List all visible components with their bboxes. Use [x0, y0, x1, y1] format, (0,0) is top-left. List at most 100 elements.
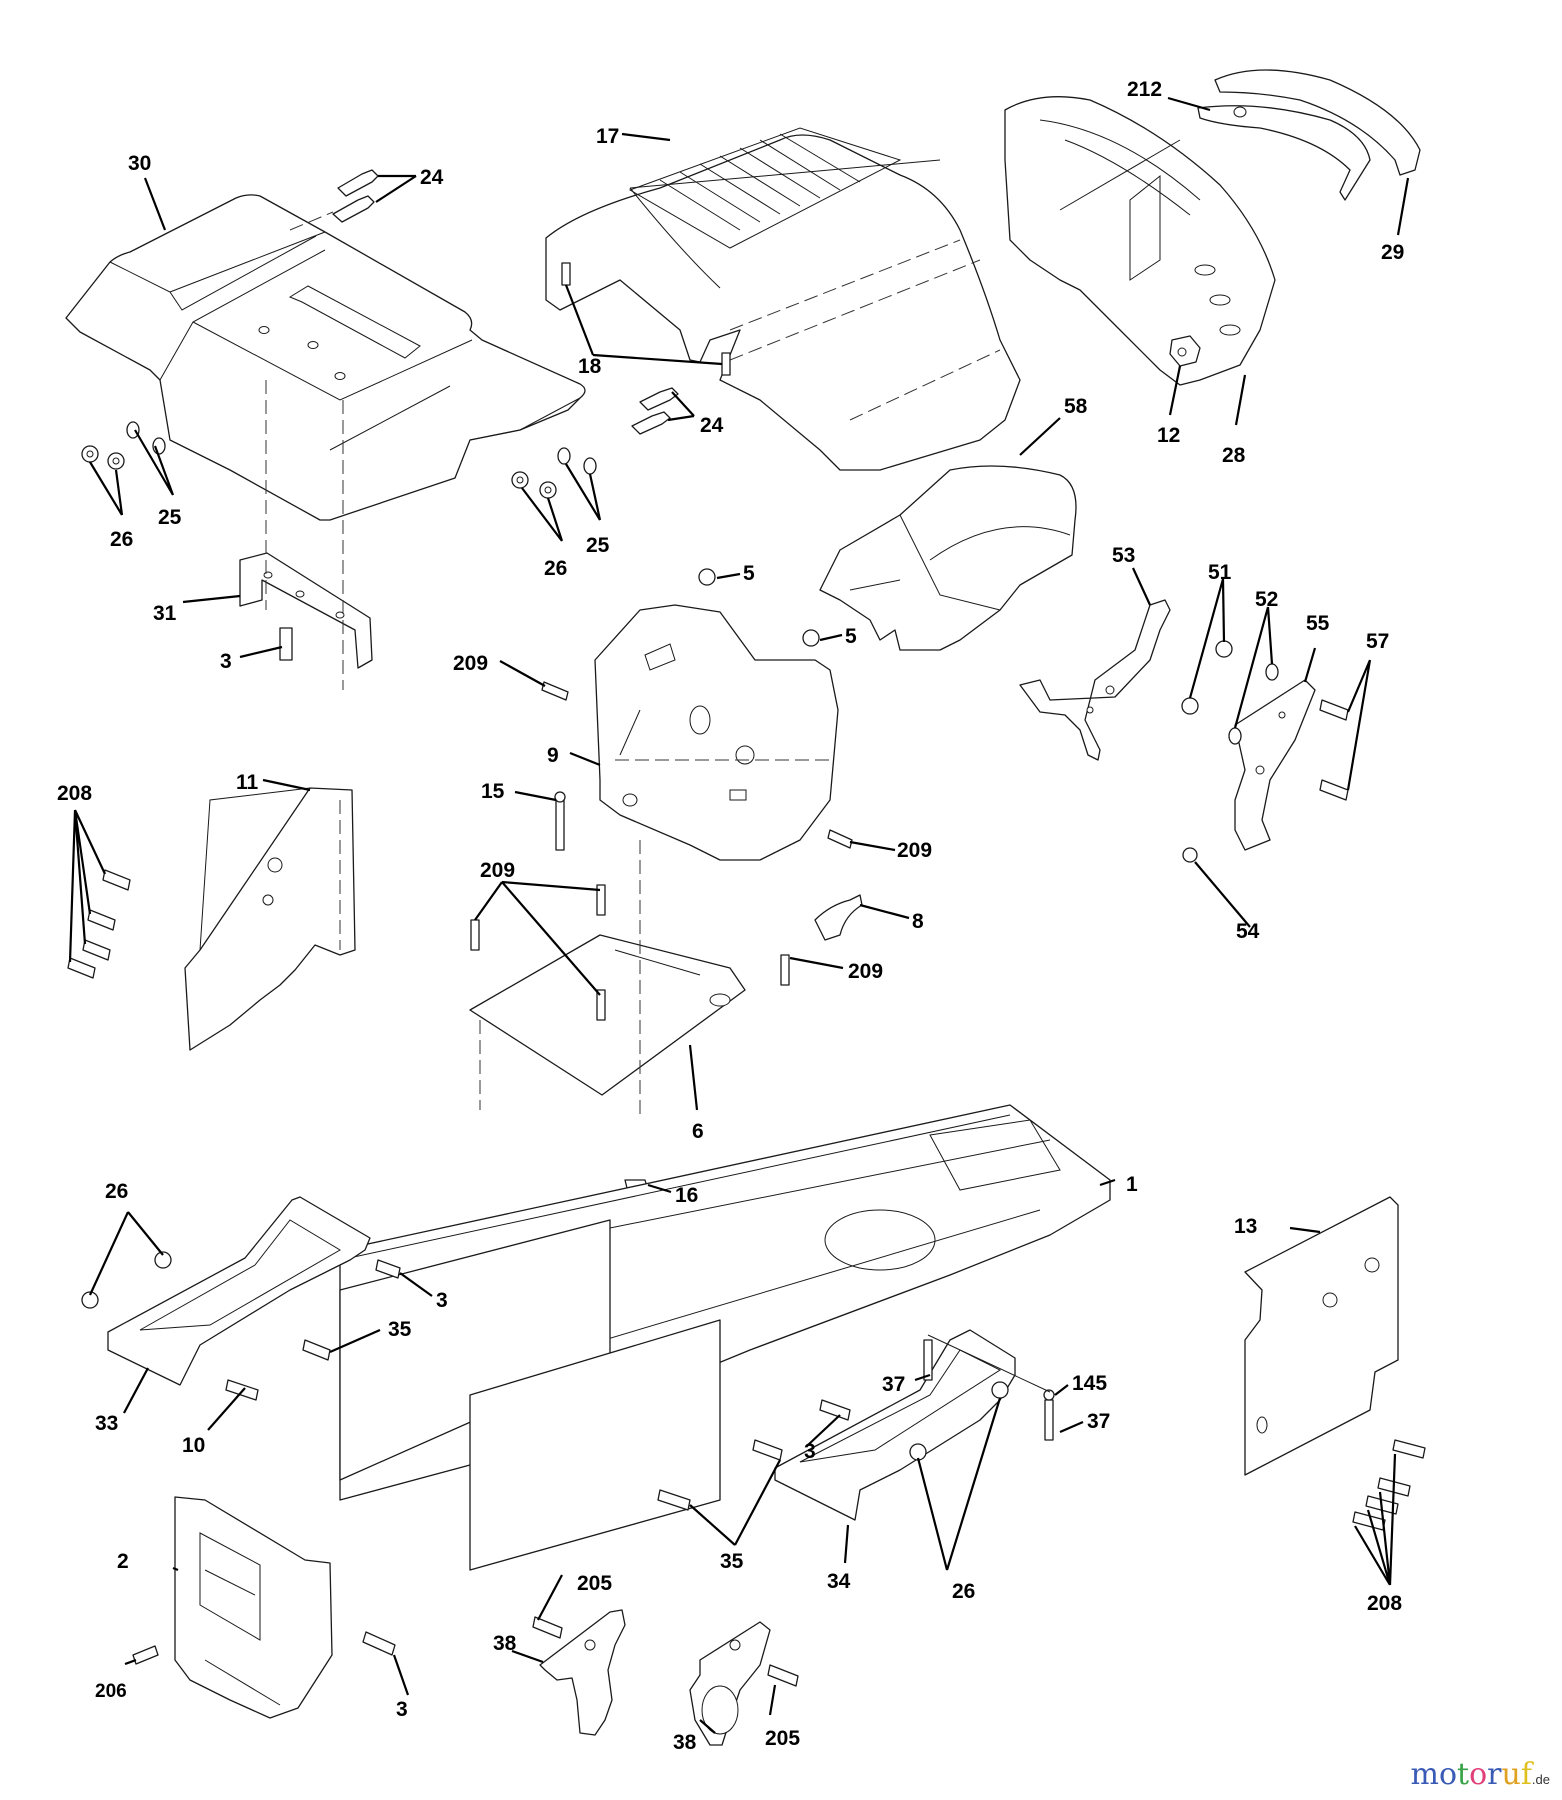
watermark-letter: r [1487, 1757, 1502, 1792]
part-1-side-rail[interactable] [339, 1219, 721, 1571]
callout-26: 26 [952, 1580, 975, 1603]
callout-55: 55 [1306, 612, 1330, 635]
callout-31: 31 [153, 602, 177, 625]
watermark-letter: f [1520, 1757, 1532, 1792]
screw-3-top[interactable] [279, 627, 293, 661]
callout-206: 206 [95, 1681, 127, 1702]
callout-209: 209 [897, 839, 932, 862]
callout-3: 3 [396, 1698, 408, 1721]
screws-209-plate[interactable] [470, 884, 790, 1021]
screw-209-left[interactable] [541, 681, 569, 701]
watermark-logo: motoruf.de [1411, 1757, 1551, 1792]
callout-205: 205 [765, 1727, 800, 1750]
callout-208: 208 [1367, 1592, 1402, 1615]
callout-209: 209 [453, 652, 488, 675]
part-55-bracket[interactable] [1234, 679, 1316, 851]
callout-2: 2 [117, 1550, 129, 1573]
callout-24: 24 [700, 414, 724, 437]
callout-33: 33 [95, 1412, 118, 1435]
callout-145: 145 [1072, 1372, 1107, 1395]
watermark-suffix: .de [1531, 1772, 1550, 1787]
part-26-nuts-right[interactable] [909, 1381, 1009, 1461]
bolts-208-left[interactable] [67, 869, 131, 979]
part-8-clip[interactable] [814, 894, 863, 941]
callout-35: 35 [388, 1318, 412, 1341]
callout-13: 13 [1234, 1215, 1257, 1238]
leader-lines [68, 96, 1410, 1734]
callout-29: 29 [1381, 241, 1404, 264]
callout-205: 205 [577, 1572, 612, 1595]
watermark-letter: m [1410, 1757, 1439, 1792]
part-58-shroud[interactable] [819, 465, 1077, 651]
watermark-letter: t [1457, 1757, 1470, 1792]
watermark-letter: u [1501, 1757, 1521, 1792]
part-17-hood[interactable] [545, 127, 1021, 471]
screws-206-3[interactable] [132, 1631, 396, 1665]
callout-58: 58 [1064, 395, 1088, 418]
screw-15[interactable] [554, 791, 566, 851]
part-212-trim[interactable] [1197, 105, 1371, 201]
bolts-37-145[interactable] [923, 1334, 1055, 1441]
callout-3: 3 [436, 1289, 448, 1312]
callout-37: 37 [882, 1373, 905, 1396]
callout-9: 9 [547, 744, 559, 767]
callout-3: 3 [220, 650, 232, 673]
callout-38: 38 [673, 1731, 697, 1754]
bolt-24-upper[interactable] [289, 169, 379, 231]
watermark-letter: o [1469, 1757, 1488, 1792]
callout-12: 12 [1157, 424, 1180, 447]
callout-26: 26 [110, 528, 133, 551]
callout-37: 37 [1087, 1410, 1110, 1433]
callout-54: 54 [1236, 920, 1260, 943]
screws-205[interactable] [532, 1616, 799, 1687]
callout-5: 5 [845, 625, 857, 648]
callout-212: 212 [1127, 78, 1162, 101]
part-13-side-plate[interactable] [1244, 1196, 1399, 1476]
callout-18: 18 [578, 355, 602, 378]
callout-17: 17 [596, 125, 619, 148]
callout-34: 34 [827, 1570, 851, 1593]
part-31-bracket[interactable] [239, 380, 373, 690]
bolts-3-35-right[interactable] [657, 1399, 851, 1511]
callout-208: 208 [57, 782, 92, 805]
screw-209-right[interactable] [827, 829, 853, 849]
part-5-grommet[interactable] [698, 568, 820, 647]
part-2-front-bracket[interactable] [174, 1496, 333, 1719]
part-26-nuts-left[interactable] [81, 1251, 172, 1309]
part-38-bracket-left[interactable] [539, 1609, 626, 1736]
part-51-52-hardware[interactable] [1181, 640, 1279, 745]
callout-3: 3 [804, 1440, 816, 1463]
bolts-57[interactable] [1319, 699, 1349, 801]
callout-6: 6 [692, 1120, 704, 1143]
part-11-side-plate[interactable] [184, 787, 356, 1051]
callout-5: 5 [743, 562, 755, 585]
part-12-clip[interactable] [1169, 335, 1201, 367]
callout-8: 8 [912, 910, 924, 933]
part-33-footrest[interactable] [107, 1196, 371, 1386]
callout-209: 209 [848, 960, 883, 983]
callout-53: 53 [1112, 544, 1135, 567]
bolts-208-right[interactable] [1352, 1439, 1426, 1531]
part-38-bracket-right[interactable] [689, 1621, 771, 1746]
bolt-24-lower[interactable] [631, 387, 679, 435]
part-9-dash-panel[interactable] [594, 604, 839, 861]
part-6-plate[interactable] [469, 840, 746, 1120]
part-29-grille[interactable] [1214, 69, 1421, 176]
callout-209: 209 [480, 859, 515, 882]
callout-57: 57 [1366, 630, 1389, 653]
callout-10: 10 [182, 1434, 205, 1457]
part-25-26-hardware-right[interactable] [511, 447, 597, 499]
callout-24: 24 [420, 166, 444, 189]
callout-30: 30 [128, 152, 151, 175]
callout-25: 25 [158, 506, 182, 529]
part-30-fender[interactable] [65, 194, 586, 521]
callout-labels: 30 24 17 18 212 29 24 12 28 58 25 26 25 … [57, 78, 1404, 1754]
part-28-dash-shell[interactable] [1004, 96, 1276, 386]
callout-1: 1 [1126, 1173, 1138, 1196]
callout-35: 35 [720, 1550, 744, 1573]
part-54-nut[interactable] [1182, 847, 1198, 863]
callout-11: 11 [236, 771, 259, 794]
part-53-bracket[interactable] [1019, 599, 1171, 761]
callout-25: 25 [586, 534, 610, 557]
